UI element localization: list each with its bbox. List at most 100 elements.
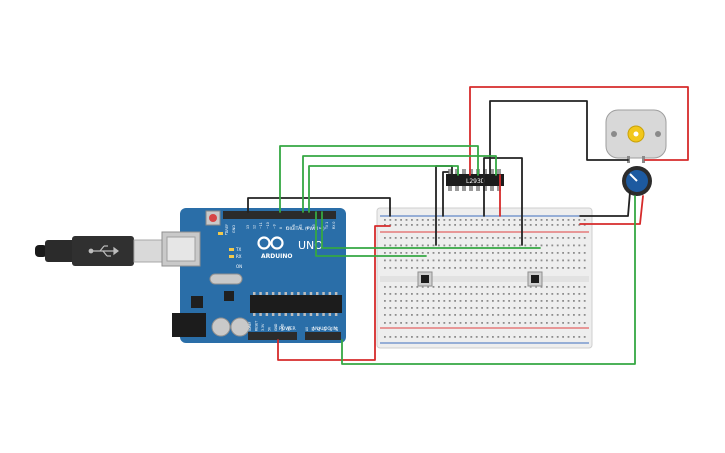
breadboard-hole[interactable]	[519, 259, 521, 262]
breadboard-hole[interactable]	[421, 293, 424, 295]
rail-hole[interactable]	[470, 224, 473, 226]
breadboard-hole[interactable]	[459, 267, 462, 269]
breadboard-hole[interactable]	[540, 252, 543, 254]
breadboard-hole[interactable]	[535, 300, 537, 302]
rail-hole[interactable]	[497, 219, 500, 221]
rail-hole[interactable]	[578, 219, 581, 221]
rail-hole[interactable]	[508, 219, 510, 221]
breadboard-hole[interactable]	[502, 244, 505, 247]
breadboard-hole[interactable]	[529, 267, 532, 269]
breadboard-hole[interactable]	[465, 286, 467, 288]
breadboard-hole[interactable]	[502, 314, 505, 316]
breadboard-hole[interactable]	[384, 307, 386, 309]
breadboard-hole[interactable]	[502, 293, 505, 295]
breadboard-hole[interactable]	[384, 293, 386, 295]
rail-hole[interactable]	[432, 224, 435, 226]
breadboard-hole[interactable]	[394, 244, 397, 247]
breadboard-hole[interactable]	[513, 252, 516, 254]
breadboard-hole[interactable]	[470, 267, 473, 269]
breadboard-hole[interactable]	[524, 237, 527, 239]
breadboard-hole[interactable]	[465, 307, 467, 309]
breadboard-hole[interactable]	[486, 237, 489, 239]
rail-hole[interactable]	[486, 224, 489, 226]
breadboard-hole[interactable]	[497, 259, 500, 262]
rail-hole[interactable]	[508, 336, 510, 338]
breadboard-hole[interactable]	[481, 300, 483, 302]
breadboard-hole[interactable]	[524, 307, 527, 309]
breadboard-hole[interactable]	[524, 244, 527, 247]
breadboard-hole[interactable]	[535, 314, 537, 316]
breadboard-hole[interactable]	[492, 293, 494, 295]
breadboard-hole[interactable]	[497, 314, 500, 316]
rail-hole[interactable]	[443, 219, 446, 221]
rail-hole[interactable]	[540, 219, 543, 221]
breadboard-hole[interactable]	[551, 314, 554, 316]
rail-hole[interactable]	[448, 336, 451, 338]
rail-hole[interactable]	[551, 224, 554, 226]
breadboard-hole[interactable]	[481, 244, 483, 247]
rail-hole[interactable]	[497, 336, 500, 338]
breadboard-hole[interactable]	[567, 267, 570, 269]
rail-hole[interactable]	[513, 322, 516, 324]
breadboard-hole[interactable]	[475, 300, 478, 302]
rail-hole[interactable]	[443, 224, 446, 226]
breadboard-hole[interactable]	[492, 259, 494, 262]
breadboard-hole[interactable]	[475, 259, 478, 262]
breadboard-hole[interactable]	[573, 300, 575, 302]
breadboard-hole[interactable]	[416, 259, 419, 262]
breadboard-hole[interactable]	[432, 286, 435, 288]
breadboard-hole[interactable]	[508, 314, 510, 316]
rail-hole[interactable]	[411, 224, 413, 226]
breadboard-hole[interactable]	[562, 252, 564, 254]
breadboard-hole[interactable]	[556, 252, 559, 254]
breadboard-hole[interactable]	[562, 314, 564, 316]
rail-hole[interactable]	[400, 336, 402, 338]
breadboard-hole[interactable]	[470, 307, 473, 309]
breadboard-hole[interactable]	[578, 237, 581, 239]
rail-hole[interactable]	[384, 219, 386, 221]
rail-hole[interactable]	[427, 322, 429, 324]
rail-hole[interactable]	[475, 336, 478, 338]
rail-hole[interactable]	[540, 336, 543, 338]
breadboard-hole[interactable]	[551, 267, 554, 269]
breadboard-hole[interactable]	[454, 307, 456, 309]
breadboard-hole[interactable]	[448, 286, 451, 288]
breadboard-hole[interactable]	[529, 252, 532, 254]
breadboard-hole[interactable]	[475, 293, 478, 295]
rail-hole[interactable]	[411, 336, 413, 338]
rail-hole[interactable]	[421, 219, 424, 221]
rail-hole[interactable]	[405, 219, 408, 221]
rail-hole[interactable]	[448, 219, 451, 221]
wire-black-ic-right[interactable]	[483, 157, 523, 246]
breadboard-hole[interactable]	[513, 244, 516, 247]
rail-hole[interactable]	[459, 336, 462, 338]
rail-hole[interactable]	[481, 322, 483, 324]
rail-hole[interactable]	[454, 224, 456, 226]
breadboard-hole[interactable]	[427, 267, 429, 269]
rail-hole[interactable]	[556, 336, 559, 338]
breadboard-hole[interactable]	[583, 307, 586, 309]
breadboard-hole[interactable]	[432, 314, 435, 316]
rail-hole[interactable]	[432, 219, 435, 221]
rail-hole[interactable]	[513, 224, 516, 226]
breadboard-hole[interactable]	[400, 252, 402, 254]
breadboard-hole[interactable]	[535, 244, 537, 247]
breadboard-hole[interactable]	[529, 259, 532, 262]
rail-hole[interactable]	[502, 224, 505, 226]
breadboard-hole[interactable]	[384, 314, 386, 316]
rail-hole[interactable]	[573, 224, 575, 226]
breadboard-hole[interactable]	[492, 286, 494, 288]
push-button-1[interactable]	[417, 271, 433, 287]
breadboard-hole[interactable]	[551, 252, 554, 254]
breadboard-hole[interactable]	[573, 314, 575, 316]
rail-hole[interactable]	[492, 322, 494, 324]
breadboard-hole[interactable]	[567, 259, 570, 262]
rail-hole[interactable]	[443, 322, 446, 324]
rail-hole[interactable]	[519, 219, 521, 221]
rail-hole[interactable]	[578, 224, 581, 226]
rail-hole[interactable]	[459, 224, 462, 226]
breadboard-hole[interactable]	[492, 300, 494, 302]
breadboard-hole[interactable]	[524, 252, 527, 254]
breadboard-hole[interactable]	[416, 252, 419, 254]
rail-hole[interactable]	[411, 322, 413, 324]
